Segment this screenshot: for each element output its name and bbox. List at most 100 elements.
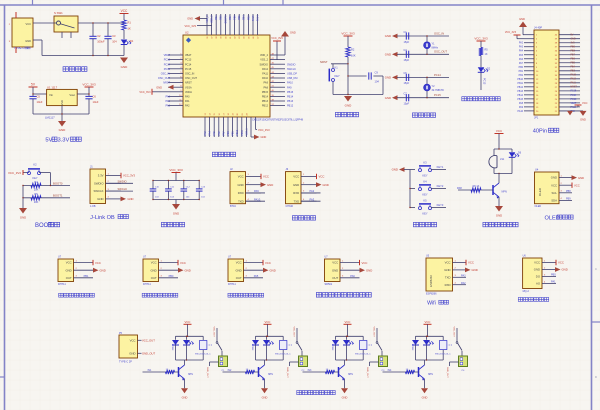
svg-text:VCC: VCC xyxy=(574,183,580,187)
svg-text:19: 19 xyxy=(536,107,539,109)
svg-text:PC13: PC13 xyxy=(164,59,171,62)
svg-text:5V: 5V xyxy=(45,138,52,144)
svg-text:VCC: VCC xyxy=(293,175,299,179)
svg-text:PB1: PB1 xyxy=(519,71,524,73)
svg-text:VCC_3V3: VCC_3V3 xyxy=(8,171,21,175)
svg-text:SWDIO: SWDIO xyxy=(118,179,127,183)
svg-text:LM1117: LM1117 xyxy=(45,115,55,119)
svg-text:Vin: Vin xyxy=(49,93,53,97)
svg-text:PC15: PC15 xyxy=(185,68,192,71)
svg-text:PA12: PA12 xyxy=(571,78,577,81)
svg-text:10: 10 xyxy=(536,71,539,73)
svg-text:GND: GND xyxy=(366,268,372,272)
svg-text:CKS32F103C8T6/STM32F103C8T6_LQ: CKS32F103C8T6/STM32F103C8T6_LQFP48 xyxy=(252,119,304,122)
svg-text:C7: C7 xyxy=(404,93,408,96)
svg-text:D2: D2 xyxy=(487,68,491,71)
svg-text:PB4: PB4 xyxy=(571,67,576,69)
svg-text:1K: 1K xyxy=(166,369,169,371)
svg-text:IN3: IN3 xyxy=(308,369,312,372)
svg-text:U7: U7 xyxy=(143,256,147,259)
svg-text:C5: C5 xyxy=(37,94,41,98)
svg-text:GND: GND xyxy=(20,216,26,220)
svg-text:GND: GND xyxy=(580,118,586,122)
svg-text:TYPE-C 2P: TYPE-C 2P xyxy=(119,361,132,364)
svg-text:VCC_3V3: VCC_3V3 xyxy=(169,168,183,172)
svg-text:3: 3 xyxy=(544,274,546,276)
svg-text:37: 37 xyxy=(212,36,214,39)
svg-text:PA0: PA0 xyxy=(185,96,190,99)
svg-text:1: 1 xyxy=(76,260,78,262)
svg-text:37: 37 xyxy=(272,104,275,106)
svg-text:GND: GND xyxy=(150,268,156,272)
svg-text:SRD-05VDC-SL-C: SRD-05VDC-SL-C xyxy=(275,354,291,356)
svg-text:LS1: LS1 xyxy=(500,158,505,161)
svg-text:GND: GND xyxy=(128,197,134,201)
svg-text:26: 26 xyxy=(555,91,558,93)
svg-text:3: 3 xyxy=(180,63,182,65)
svg-text:D: D xyxy=(595,375,598,379)
svg-text:10uF: 10uF xyxy=(93,100,99,104)
svg-text:PC14: PC14 xyxy=(434,73,441,77)
svg-text:2: 2 xyxy=(108,181,110,183)
svg-text:40: 40 xyxy=(555,35,558,37)
svg-text:2: 2 xyxy=(561,183,563,185)
svg-text:PA8: PA8 xyxy=(263,86,268,89)
svg-text:J3: J3 xyxy=(286,167,289,171)
svg-text:OUT: OUT xyxy=(332,276,338,280)
svg-text:PA2: PA2 xyxy=(461,282,466,285)
svg-text:PA2: PA2 xyxy=(165,105,170,108)
svg-text:D1: D1 xyxy=(130,39,134,43)
svg-text:37: 37 xyxy=(555,47,558,49)
svg-text:PC15: PC15 xyxy=(571,91,577,93)
svg-text:VCC: VCC xyxy=(185,320,191,324)
svg-text:PA3: PA3 xyxy=(461,274,466,277)
svg-text:R1: R1 xyxy=(128,21,132,25)
svg-text:PA2: PA2 xyxy=(310,189,315,193)
svg-text:ESP8266: ESP8266 xyxy=(426,293,437,296)
svg-text:GND: GND xyxy=(290,31,296,35)
svg-text:D6: D6 xyxy=(518,151,522,154)
svg-text:GND: GND xyxy=(562,268,568,272)
svg-text:15pF: 15pF xyxy=(404,82,410,85)
svg-text:OSC_IN: OSC_IN xyxy=(434,31,444,35)
svg-text:PA11: PA11 xyxy=(571,82,577,85)
svg-text:J1: J1 xyxy=(90,165,93,169)
svg-text:PB8: PB8 xyxy=(221,15,223,20)
svg-text:1N4148: 1N4148 xyxy=(173,344,175,351)
svg-text:PA4: PA4 xyxy=(209,131,212,136)
svg-text:27: 27 xyxy=(555,87,558,89)
svg-text:SDA: SDA xyxy=(551,199,557,203)
svg-text:4: 4 xyxy=(455,283,457,285)
svg-text:K5: K5 xyxy=(423,198,427,202)
svg-text:PB13: PB13 xyxy=(262,100,269,103)
svg-text:GND: GND xyxy=(385,96,391,100)
svg-text:1K: 1K xyxy=(485,53,488,56)
svg-text:VCC_3V3: VCC_3V3 xyxy=(184,24,196,28)
svg-text:7: 7 xyxy=(536,59,538,61)
svg-text:AO: AO xyxy=(536,282,541,286)
svg-text:PA2: PA2 xyxy=(185,105,190,108)
svg-text:1: 1 xyxy=(544,260,546,262)
svg-text:TXD: TXD xyxy=(294,199,300,203)
svg-text:PA9: PA9 xyxy=(263,82,268,85)
svg-text:39: 39 xyxy=(221,36,223,39)
svg-text:1: 1 xyxy=(455,260,457,262)
svg-text:2: 2 xyxy=(536,39,538,41)
svg-text:4: 4 xyxy=(180,67,182,69)
svg-text:Y1: Y1 xyxy=(432,43,436,46)
svg-text:TYPE-C: TYPE-C xyxy=(14,46,24,50)
svg-text:VCC_OUT: VCC_OUT xyxy=(293,327,295,338)
svg-text:VCC: VCC xyxy=(151,261,157,265)
svg-text:GND: GND xyxy=(551,176,557,180)
svg-text:P1: P1 xyxy=(222,370,225,372)
svg-text:SRD-05VDC-SL-C: SRD-05VDC-SL-C xyxy=(355,354,371,356)
svg-text:3: 3 xyxy=(303,191,305,193)
svg-text:20: 20 xyxy=(237,112,239,115)
svg-text:17: 17 xyxy=(536,99,539,101)
svg-text:R4: R4 xyxy=(34,180,38,184)
svg-text:NPN: NPN xyxy=(428,374,433,376)
svg-text:10K: 10K xyxy=(34,200,39,204)
svg-text:OSC_OUT: OSC_OUT xyxy=(185,77,198,80)
svg-text:VCC: VCC xyxy=(551,183,557,187)
svg-text:35: 35 xyxy=(555,55,558,57)
